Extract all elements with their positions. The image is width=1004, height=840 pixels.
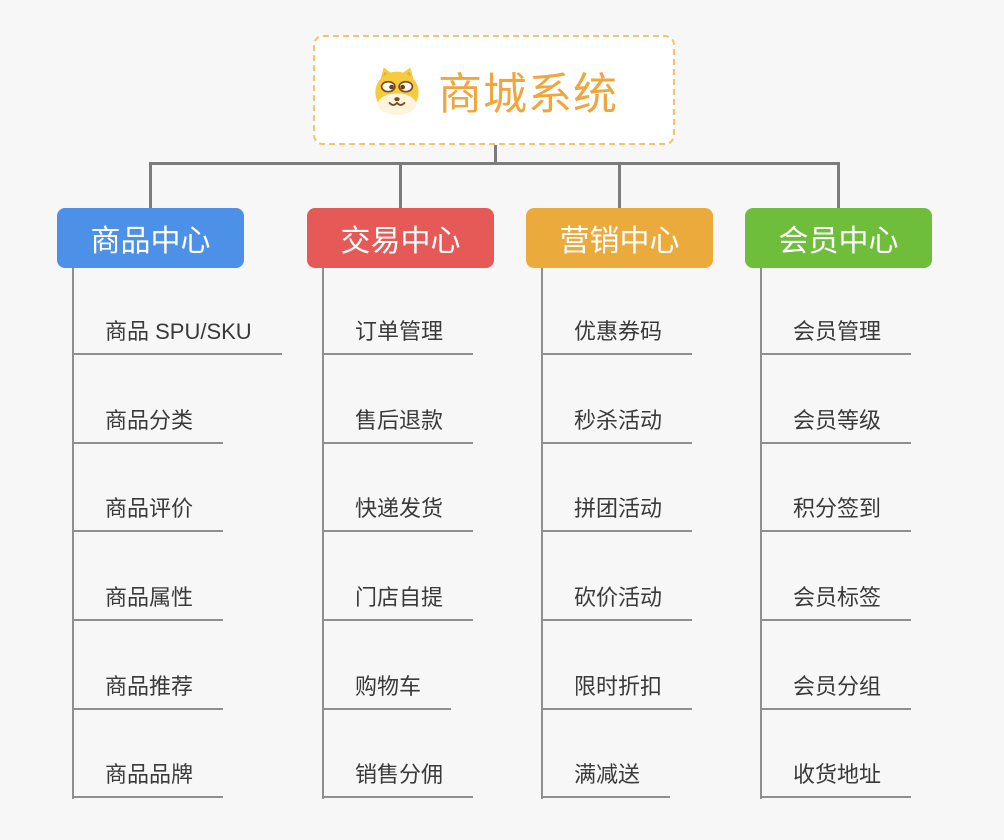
branch-line-4 xyxy=(760,268,762,799)
child-node[interactable]: 快递发货 xyxy=(322,495,474,532)
child-node[interactable]: 拼团活动 xyxy=(541,495,693,532)
child-node[interactable]: 售后退款 xyxy=(322,407,474,444)
branch-header-4[interactable]: 会员中心 xyxy=(745,208,932,268)
child-node[interactable]: 商品 SPU/SKU xyxy=(72,318,282,355)
branch-header-3[interactable]: 营销中心 xyxy=(526,208,713,268)
branch-line-2 xyxy=(322,268,324,799)
child-node[interactable]: 秒杀活动 xyxy=(541,407,693,444)
child-node[interactable]: 商品分类 xyxy=(72,407,224,444)
root-title: 商城系统 xyxy=(438,70,618,119)
child-node[interactable]: 优惠券码 xyxy=(541,318,693,355)
child-node[interactable]: 会员分组 xyxy=(760,673,912,710)
branch-line-3 xyxy=(541,268,543,799)
child-node[interactable]: 商品品牌 xyxy=(72,761,224,798)
child-node[interactable]: 满减送 xyxy=(541,761,671,798)
child-node[interactable]: 门店自提 xyxy=(322,584,474,621)
connector-drop-2 xyxy=(399,162,402,208)
connector-horizontal-bar xyxy=(149,162,840,165)
child-node[interactable]: 商品属性 xyxy=(72,584,224,621)
root-node-mall-system[interactable]: 商城系统 xyxy=(313,35,675,145)
connector-drop-4 xyxy=(837,162,840,208)
shiba-dog-face-icon xyxy=(370,65,424,115)
child-node[interactable]: 商品推荐 xyxy=(72,673,224,710)
child-node[interactable]: 商品评价 xyxy=(72,495,224,532)
child-node[interactable]: 收货地址 xyxy=(760,761,912,798)
connector-root-stem xyxy=(494,145,497,165)
child-node[interactable]: 会员等级 xyxy=(760,407,912,444)
branch-header-1[interactable]: 商品中心 xyxy=(57,208,244,268)
child-node[interactable]: 订单管理 xyxy=(322,318,474,355)
child-node[interactable]: 限时折扣 xyxy=(541,673,693,710)
connector-drop-1 xyxy=(149,162,152,208)
connector-drop-3 xyxy=(618,162,621,208)
child-node[interactable]: 砍价活动 xyxy=(541,584,693,621)
child-node[interactable]: 积分签到 xyxy=(760,495,912,532)
child-node[interactable]: 会员标签 xyxy=(760,584,912,621)
child-node[interactable]: 销售分佣 xyxy=(322,761,474,798)
child-node[interactable]: 购物车 xyxy=(322,673,452,710)
branch-line-1 xyxy=(72,268,74,799)
child-node[interactable]: 会员管理 xyxy=(760,318,912,355)
branch-header-2[interactable]: 交易中心 xyxy=(307,208,494,268)
